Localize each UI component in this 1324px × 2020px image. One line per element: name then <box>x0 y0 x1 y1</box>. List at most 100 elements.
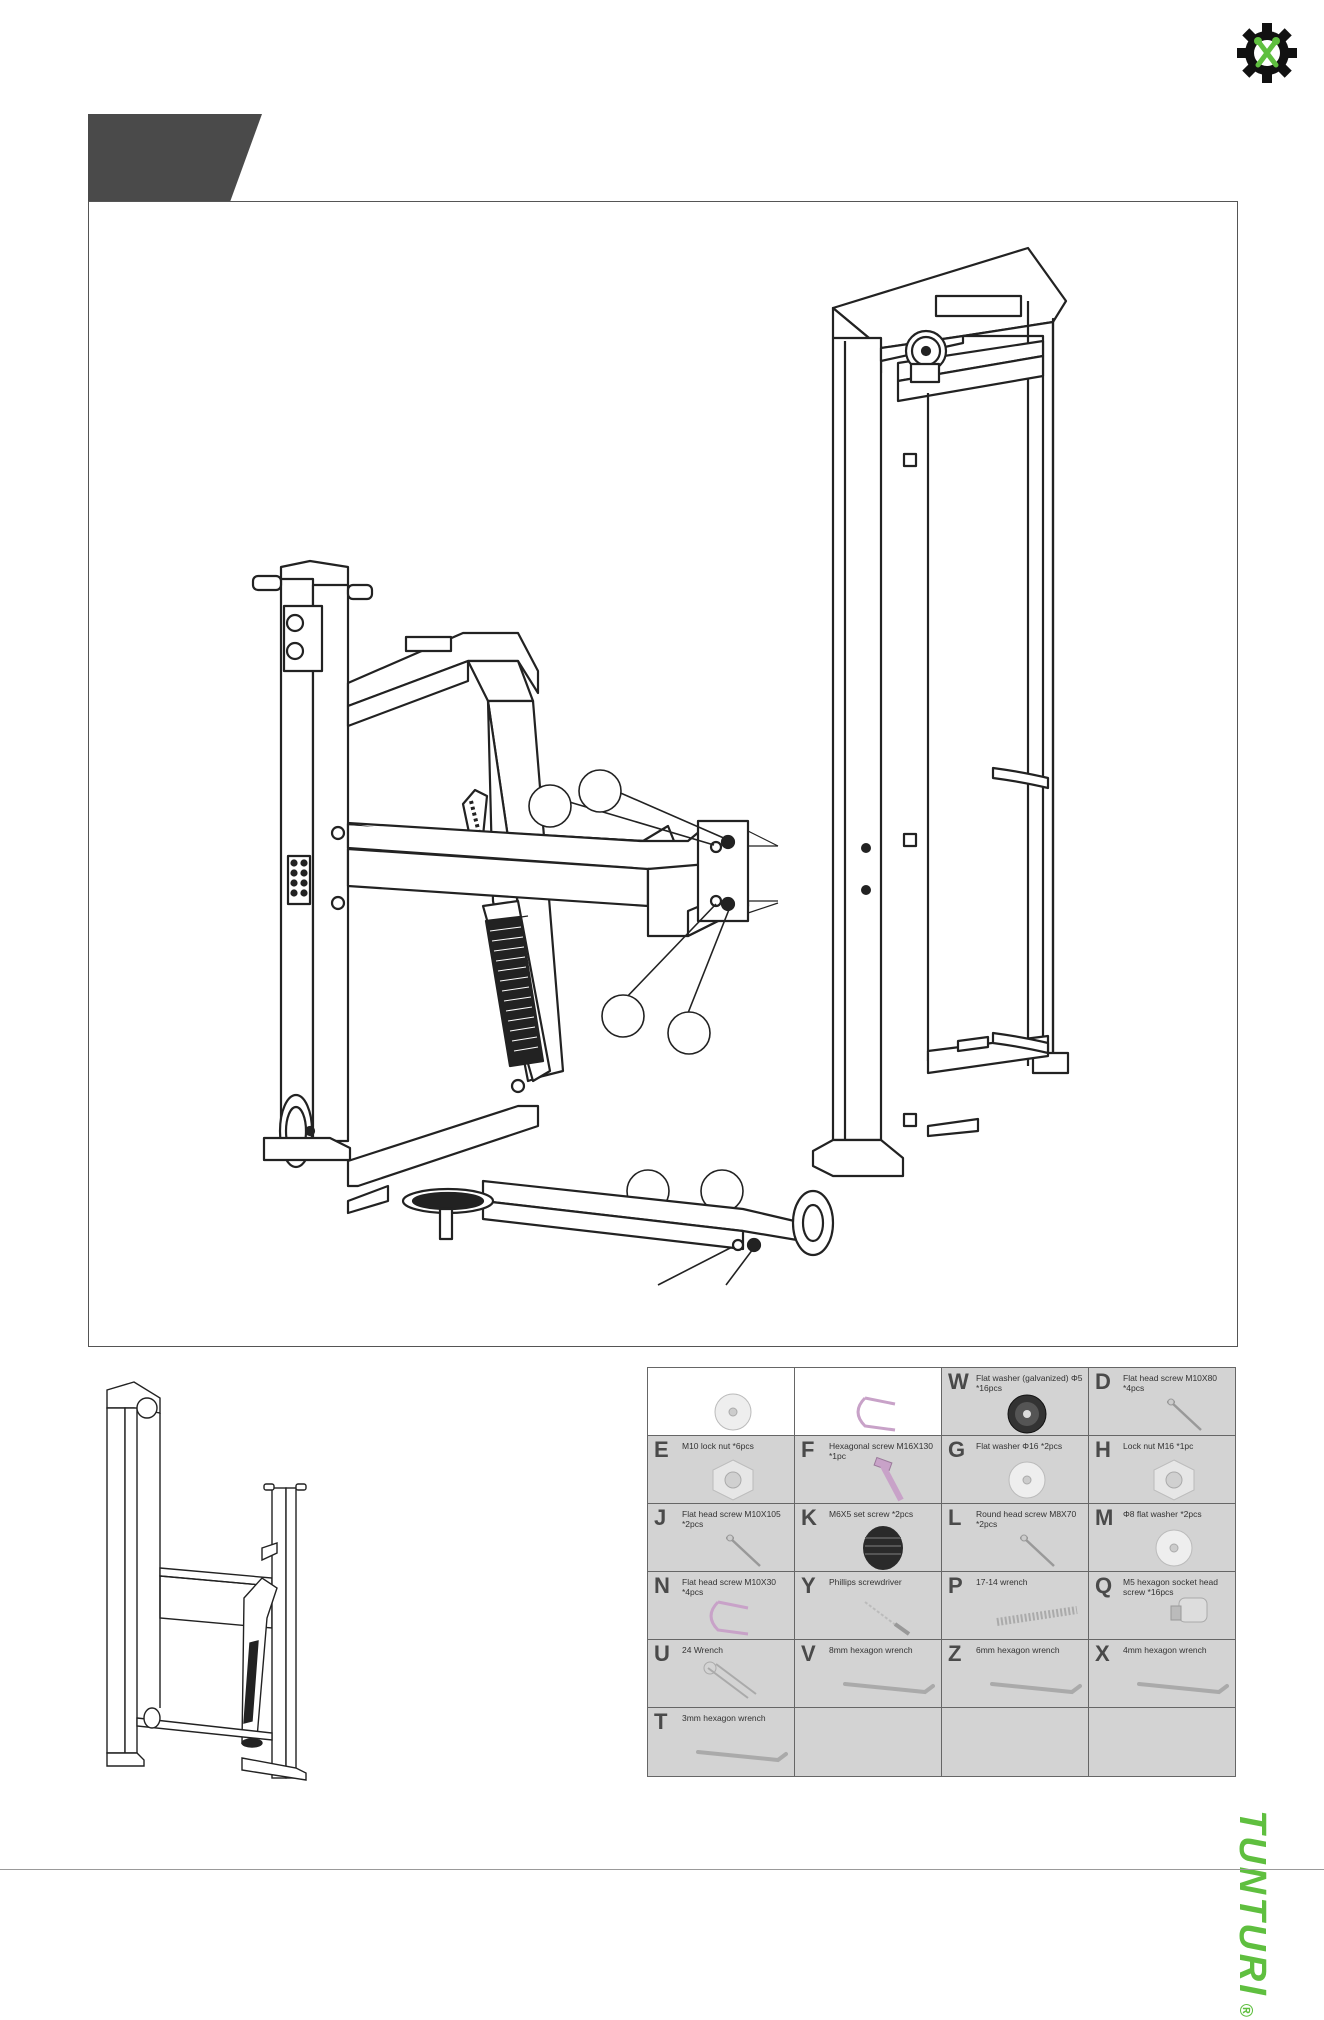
parts-row: W Flat washer (galvanized) Φ5 *16pcs D Flat… <box>647 1367 1236 1436</box>
part-description: M5 hexagon socket head screw *16pcs <box>1123 1577 1218 1597</box>
part-letter: Q <box>1095 1573 1113 1598</box>
part-cell: Y Phillips screwdriver <box>794 1571 942 1640</box>
part-cell <box>1088 1707 1236 1777</box>
part-cell <box>794 1367 942 1436</box>
part-letter: T <box>654 1709 668 1734</box>
part-cell: M Φ8 flat washer *2pcs <box>1088 1503 1236 1572</box>
part-cell: W Flat washer (galvanized) Φ5 *16pcs <box>941 1367 1089 1436</box>
assembly-frame <box>88 201 1238 1347</box>
part-letter: N <box>654 1573 670 1598</box>
part-description: 24 Wrench <box>682 1645 723 1655</box>
part-description: Round head screw M8X70 *2pcs <box>976 1509 1077 1529</box>
hex-key-icon <box>990 1682 1082 1695</box>
parts-row: U 24 Wrench V 8mm hexagon wrench Z 6mm hexago… <box>647 1639 1236 1708</box>
screw-icon <box>1167 1398 1202 1431</box>
part-description: M10 lock nut *6pcs <box>682 1441 754 1451</box>
angled-frame <box>346 631 565 1215</box>
part-description: 8mm hexagon wrench <box>829 1645 913 1655</box>
part-description: 4mm hexagon wrench <box>1123 1645 1207 1655</box>
part-cell: G Flat washer Φ16 *2pcs <box>941 1435 1089 1504</box>
nut-icon <box>1153 1459 1195 1501</box>
part-description: Flat head screw M10X105 *2pcs <box>682 1509 781 1529</box>
part-letter: Y <box>801 1573 816 1598</box>
part-letter: V <box>801 1641 816 1666</box>
wrench-icon <box>996 1606 1078 1626</box>
part-cell: L Round head screw M8X70 *2pcs <box>941 1503 1089 1572</box>
part-cell: V 8mm hexagon wrench <box>794 1639 942 1708</box>
socket-screw-icon <box>1170 1597 1208 1623</box>
part-cell: D Flat head screw M10X80 *4pcs <box>1088 1367 1236 1436</box>
part-cell: Z 6mm hexagon wrench <box>941 1639 1089 1708</box>
horizontal-beam <box>330 819 779 938</box>
step-tab <box>88 114 262 202</box>
part-description: Flat washer (galvanized) Φ5 *16pcs <box>976 1373 1083 1393</box>
part-cell: N Flat head screw M10X30 *4pcs <box>647 1571 795 1640</box>
part-cell: F Hexagonal screw M16X130 *1pc <box>794 1435 942 1504</box>
parts-row: N Flat head screw M10X30 *4pcs Y Phillips s… <box>647 1571 1236 1640</box>
part-cell: H Lock nut M16 *1pc <box>1088 1435 1236 1504</box>
spring-clip-icon <box>856 1396 896 1432</box>
part-description: Flat head screw M10X80 *4pcs <box>1123 1373 1218 1393</box>
part-letter: P <box>948 1573 963 1598</box>
part-letter: L <box>948 1505 962 1530</box>
part-description: Lock nut M16 *1pc <box>1123 1441 1194 1451</box>
part-letter: F <box>801 1437 815 1462</box>
tools-gear-icon <box>1237 23 1297 83</box>
right-tower <box>811 246 1070 1178</box>
part-cell: E M10 lock nut *6pcs <box>647 1435 795 1504</box>
parts-row: E M10 lock nut *6pcs F Hexagonal screw M16X… <box>647 1435 1236 1504</box>
brand-mark: ® <box>1236 2003 1256 2020</box>
assembled-machine-thumbnail <box>106 1381 307 1781</box>
page-bottom-line <box>0 1869 1324 1870</box>
parts-list-table: W Flat washer (galvanized) Φ5 *16pcs D Flat… <box>647 1367 1236 1777</box>
part-letter: Z <box>948 1641 962 1666</box>
washer-icon <box>714 1393 752 1431</box>
brand-name: TUNTURI <box>1231 1810 1273 1998</box>
part-description: Phillips screwdriver <box>829 1577 902 1587</box>
brand-logo: TUNTURI ® <box>1230 1810 1273 2020</box>
screw-icon <box>1020 1534 1055 1567</box>
part-letter: G <box>948 1437 966 1462</box>
part-letter: M <box>1095 1505 1114 1530</box>
screwdriver-icon <box>864 1601 911 1636</box>
hex-key-icon <box>696 1750 788 1763</box>
callouts <box>528 769 757 1286</box>
bolt-icon <box>873 1456 904 1502</box>
part-description: Flat washer Φ16 *2pcs <box>976 1441 1063 1451</box>
nut-icon <box>712 1459 754 1501</box>
part-description: 6mm hexagon wrench <box>976 1645 1060 1655</box>
black-washer-icon <box>1007 1394 1047 1434</box>
part-letter: E <box>654 1437 669 1462</box>
set-screw-icon <box>863 1526 903 1570</box>
part-cell <box>647 1367 795 1436</box>
part-description: Hexagonal screw M16X130 *1pc <box>829 1441 933 1461</box>
open-wrench-icon <box>703 1661 757 1699</box>
assembly-drawing <box>251 246 1070 1286</box>
part-letter: X <box>1095 1641 1110 1666</box>
part-cell: U 24 Wrench <box>647 1639 795 1708</box>
part-letter: W <box>948 1369 969 1394</box>
left-upright <box>251 559 374 1169</box>
washer-icon <box>1008 1461 1046 1499</box>
part-cell <box>941 1707 1089 1777</box>
part-letter: U <box>654 1641 670 1666</box>
hex-key-icon <box>843 1682 935 1695</box>
part-letter: D <box>1095 1369 1111 1394</box>
part-letter: K <box>801 1505 817 1530</box>
part-description: Flat head screw M10X30 *4pcs <box>682 1577 777 1597</box>
base <box>401 1179 835 1257</box>
part-cell: Q M5 hexagon socket head screw *16pcs <box>1088 1571 1236 1640</box>
spring-clip-icon <box>709 1600 749 1636</box>
part-cell <box>794 1707 942 1777</box>
part-cell: X 4mm hexagon wrench <box>1088 1639 1236 1708</box>
part-letter: H <box>1095 1437 1111 1462</box>
hex-key-icon <box>1137 1682 1229 1695</box>
part-description: Φ8 flat washer *2pcs <box>1123 1509 1202 1519</box>
washer-icon <box>1155 1529 1193 1567</box>
